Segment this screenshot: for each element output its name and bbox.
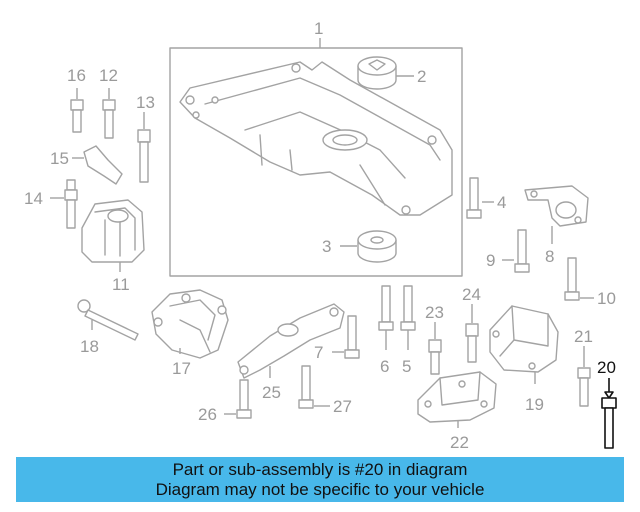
part-19-mount[interactable] — [489, 305, 559, 384]
part-12-bolt[interactable] — [102, 88, 116, 139]
part-10-bolt[interactable] — [564, 257, 594, 301]
part-25-arm[interactable] — [237, 303, 345, 379]
callout-1[interactable]: 1 — [314, 19, 323, 38]
callout-17[interactable]: 17 — [172, 359, 191, 378]
part-18-bolt[interactable] — [77, 299, 139, 341]
callout-25[interactable]: 25 — [262, 383, 281, 402]
callout-11[interactable]: 11 — [112, 275, 130, 294]
callout-12[interactable]: 12 — [99, 66, 118, 85]
callout-6[interactable]: 6 — [380, 357, 389, 376]
banner-line-1: Part or sub-assembly is #20 in diagram — [172, 460, 468, 479]
callout-3[interactable]: 3 — [322, 237, 331, 256]
part-17-mount[interactable] — [151, 289, 229, 359]
callout-24[interactable]: 24 — [462, 285, 481, 304]
info-banner: Part or sub-assembly is #20 in diagram D… — [16, 457, 624, 502]
part-9-bolt[interactable] — [502, 229, 530, 273]
part-14-bolt[interactable] — [50, 179, 78, 229]
callout-4[interactable]: 4 — [497, 193, 506, 212]
callout-10[interactable]: 10 — [597, 289, 616, 308]
callout-26[interactable]: 26 — [198, 405, 217, 424]
banner-line-2: Diagram may not be specific to your vehi… — [155, 480, 485, 499]
callout-8[interactable]: 8 — [545, 247, 554, 266]
part-20-bolt[interactable] — [601, 378, 617, 449]
part-16-bolt[interactable] — [70, 88, 84, 133]
callout-23[interactable]: 23 — [425, 303, 444, 322]
callout-14[interactable]: 14 — [24, 189, 43, 208]
callout-7[interactable]: 7 — [314, 343, 323, 362]
part-7-bolt[interactable] — [332, 315, 360, 359]
part-4-bolt[interactable] — [466, 177, 494, 219]
callout-2[interactable]: 2 — [417, 67, 426, 86]
part-21-bolt[interactable] — [577, 346, 591, 407]
callout-22[interactable]: 22 — [450, 433, 469, 452]
part-1-subframe[interactable] — [169, 38, 463, 277]
callout-21[interactable]: 21 — [574, 327, 593, 346]
callout-5[interactable]: 5 — [402, 357, 411, 376]
callout-13[interactable]: 13 — [136, 93, 155, 112]
part-11-mount[interactable] — [81, 199, 145, 272]
callout-16[interactable]: 16 — [67, 66, 86, 85]
part-6-bolt[interactable] — [378, 285, 394, 350]
part-26-bolt[interactable] — [224, 379, 252, 419]
part-8-mount[interactable] — [524, 185, 589, 244]
part-15-bracket[interactable] — [72, 145, 123, 185]
callout-20[interactable]: 20 — [597, 358, 616, 377]
part-13-bolt[interactable] — [137, 112, 151, 183]
part-27-bolt[interactable] — [298, 365, 330, 409]
part-24-bolt[interactable] — [465, 304, 479, 363]
callout-15[interactable]: 15 — [50, 149, 69, 168]
part-23-bolt[interactable] — [428, 322, 442, 375]
part-2-bushing[interactable] — [357, 56, 414, 90]
callout-19[interactable]: 19 — [525, 395, 544, 414]
callout-27[interactable]: 27 — [333, 397, 352, 416]
part-22-bracket[interactable] — [417, 371, 497, 428]
part-3-bushing[interactable] — [340, 230, 397, 263]
callout-18[interactable]: 18 — [80, 337, 99, 356]
callout-9[interactable]: 9 — [486, 251, 495, 270]
part-5-bolt[interactable] — [400, 285, 416, 350]
